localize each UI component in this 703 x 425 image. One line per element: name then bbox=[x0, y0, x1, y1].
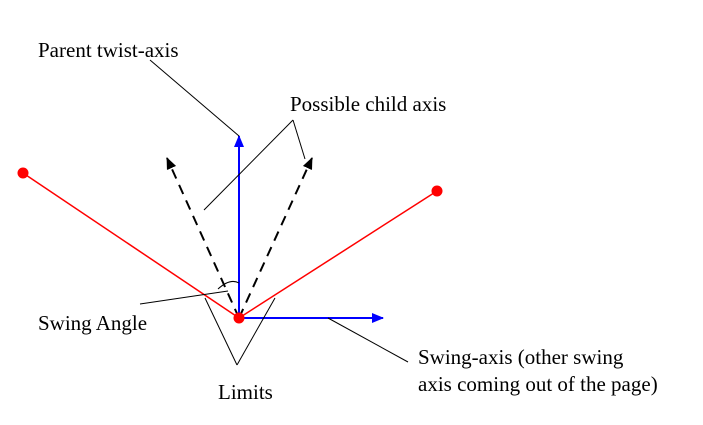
parent-twist-axis-label: Parent twist-axis bbox=[38, 38, 179, 62]
left-limit-endpoint bbox=[17, 167, 29, 179]
swing-axis-leader bbox=[327, 317, 409, 363]
right-limit-endpoint bbox=[431, 185, 443, 197]
swing-angle-label: Swing Angle bbox=[38, 311, 147, 335]
swing-axis-label-line2: axis coming out of the page) bbox=[418, 372, 658, 396]
limits-leader-right bbox=[236, 297, 276, 366]
possible-child-axis-label: Possible child axis bbox=[290, 92, 446, 116]
swing-axis-label-line1: Swing-axis (other swing bbox=[418, 345, 624, 369]
swing-angle-arc bbox=[217, 281, 240, 290]
right-limit-line bbox=[238, 190, 438, 319]
limits-leader-left bbox=[204, 297, 238, 366]
limits-label: Limits bbox=[218, 380, 273, 404]
child-axis-leader-right bbox=[292, 119, 306, 160]
joint-origin bbox=[233, 312, 245, 324]
left-child-axis bbox=[166, 157, 240, 319]
left-limit-line bbox=[22, 172, 240, 319]
child-axis-leader-left bbox=[203, 119, 294, 211]
right-child-axis bbox=[238, 157, 313, 319]
swing-angle-leader bbox=[139, 290, 229, 305]
parent-twist-leader bbox=[149, 59, 240, 137]
